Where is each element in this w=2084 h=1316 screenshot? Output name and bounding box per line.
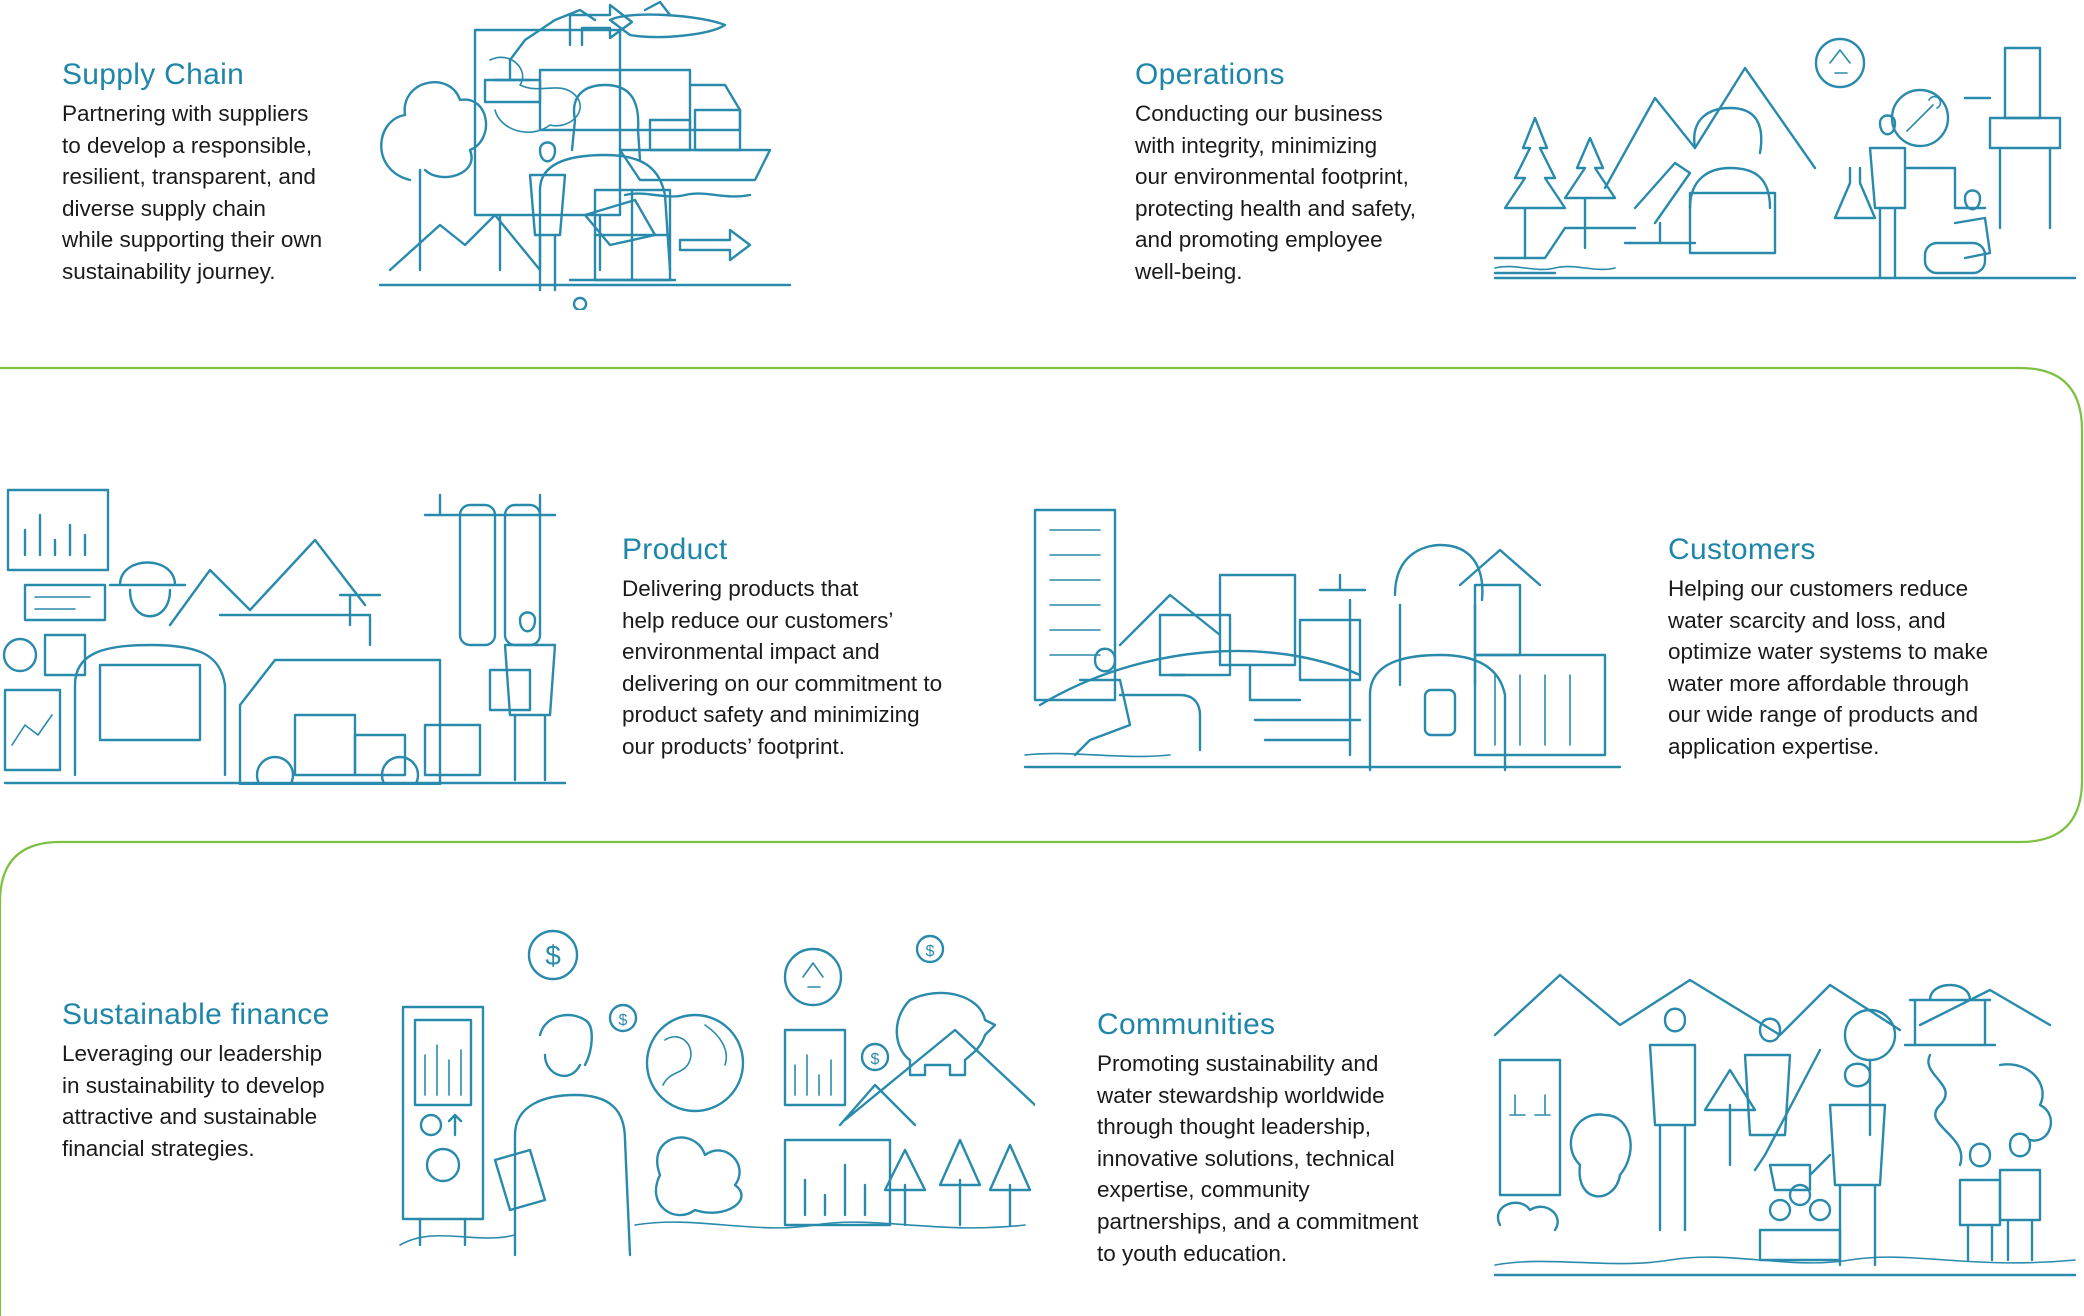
sustainable-finance-section: Sustainable finance Leveraging our leade…: [62, 998, 392, 1164]
customers-body: Helping our customers reduce water scarc…: [1668, 576, 1989, 759]
operations-section: Operations Conducting our business with …: [1135, 58, 1465, 288]
product-section: Product Delivering products that help re…: [622, 533, 1022, 763]
dollar-coin-icon: [527, 929, 579, 981]
communities-body: Promoting sustainability and water stewa…: [1097, 1051, 1419, 1266]
dollar-coin-icon: [608, 1003, 638, 1033]
operations-illustration: [1485, 28, 2083, 308]
dollar-coin-icon: [915, 934, 945, 964]
sustainable-finance-title: Sustainable finance: [62, 998, 330, 1031]
dollar-sign-3: $: [926, 943, 935, 960]
operations-body: Conducting our business with integrity, …: [1135, 101, 1417, 284]
supply-chain-title: Supply Chain: [62, 58, 245, 91]
sustainable-finance-body: Leveraging our leadership in sustainabil…: [62, 1041, 325, 1161]
customers-section: Customers Helping our customers reduce w…: [1668, 533, 2068, 763]
dollar-sign-4: $: [871, 1051, 880, 1068]
dollar-sign-1: $: [545, 940, 561, 971]
finance-illustration: $ $ $ $: [395, 925, 1035, 1260]
communities-title: Communities: [1097, 1008, 1276, 1041]
supply-chain-body: Partnering with suppliers to develop a r…: [62, 101, 323, 284]
product-body: Delivering products that help reduce our…: [622, 576, 943, 759]
dollar-sign-2: $: [619, 1012, 628, 1029]
communities-illustration: [1490, 965, 2082, 1285]
operations-title: Operations: [1135, 58, 1285, 91]
product-illustration: [0, 485, 570, 785]
communities-section: Communities Promoting sustainability and…: [1097, 1008, 1477, 1269]
dollar-coin-icon: [860, 1042, 890, 1072]
customers-illustration: [1020, 505, 1625, 775]
product-title: Product: [622, 533, 728, 566]
supply-chain-illustration: [370, 0, 1040, 310]
customers-title: Customers: [1668, 533, 1816, 566]
divider-row-1-2: [0, 366, 2084, 1316]
supply-chain-section: Supply Chain Partnering with suppliers t…: [62, 58, 392, 288]
